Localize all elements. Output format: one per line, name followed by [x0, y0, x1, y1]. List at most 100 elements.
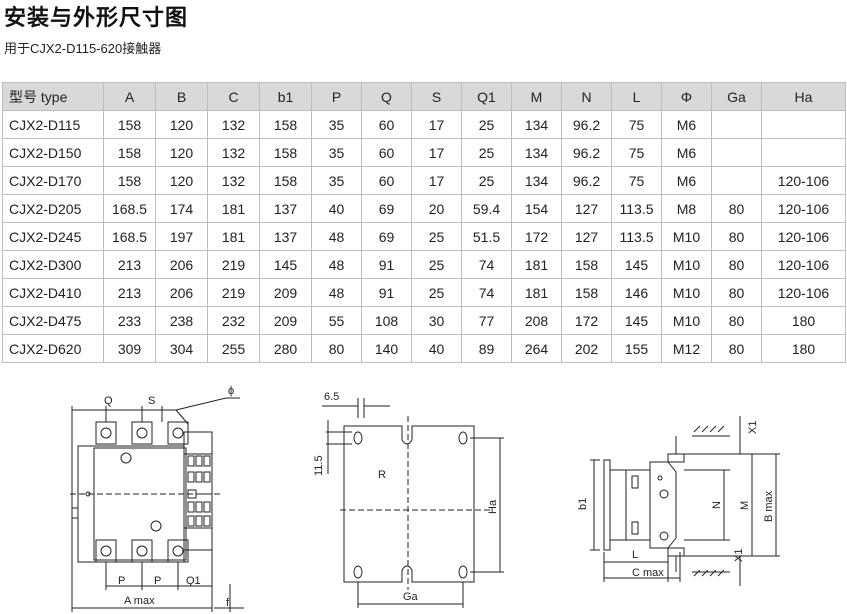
value-cell: 74 [461, 278, 512, 307]
column-header: S [411, 82, 462, 111]
label-6-5: 6.5 [324, 391, 339, 403]
value-cell: 127 [561, 194, 612, 223]
value-cell: 60 [361, 110, 412, 139]
value-cell: 134 [511, 110, 562, 139]
value-cell: 108 [361, 306, 412, 335]
value-cell: M8 [661, 194, 712, 223]
value-cell: 168.5 [103, 194, 156, 223]
value-cell: 120-106 [761, 166, 846, 195]
value-cell: 80 [711, 306, 762, 335]
column-header: 型号 type [2, 82, 104, 111]
column-header: b1 [259, 82, 312, 111]
model-cell: CJX2-D115 [2, 110, 104, 139]
value-cell: 132 [207, 110, 260, 139]
model-cell: CJX2-D170 [2, 166, 104, 195]
label-p-1: P [118, 575, 125, 587]
value-cell: 120 [155, 110, 208, 139]
value-cell: 25 [411, 278, 462, 307]
value-cell: 181 [207, 194, 260, 223]
value-cell: 75 [611, 110, 662, 139]
value-cell: M10 [661, 306, 712, 335]
value-cell: 145 [611, 306, 662, 335]
value-cell: 51.5 [461, 222, 512, 251]
label-n: N [711, 501, 723, 509]
column-header: M [511, 82, 562, 111]
value-cell: 209 [259, 278, 312, 307]
value-cell: 120-106 [761, 194, 846, 223]
value-cell: 255 [207, 334, 260, 363]
value-cell: 181 [511, 278, 562, 307]
label-s: S [148, 395, 155, 407]
value-cell: 80 [311, 334, 362, 363]
value-cell: M12 [661, 334, 712, 363]
model-cell: CJX2-D410 [2, 278, 104, 307]
value-cell: 219 [207, 278, 260, 307]
value-cell: 96.2 [561, 110, 612, 139]
value-cell: 172 [511, 222, 562, 251]
value-cell: 91 [361, 250, 412, 279]
value-cell: 25 [411, 222, 462, 251]
value-cell: 158 [259, 110, 312, 139]
value-cell: 80 [711, 250, 762, 279]
column-header: Ha [761, 82, 846, 111]
value-cell: 75 [611, 166, 662, 195]
label-m: M [739, 501, 751, 510]
page-subtitle: 用于CJX2-D115-620接触器 [4, 41, 162, 56]
value-cell: 238 [155, 306, 208, 335]
value-cell: 127 [561, 222, 612, 251]
value-cell: M10 [661, 250, 712, 279]
column-header: B [155, 82, 208, 111]
column-header: Q [361, 82, 412, 111]
value-cell [711, 110, 762, 139]
label-f: f [226, 597, 230, 609]
value-cell: M6 [661, 166, 712, 195]
value-cell: 180 [761, 306, 846, 335]
value-cell: 91 [361, 278, 412, 307]
label-ha: Ha [487, 499, 499, 514]
value-cell: 25 [461, 110, 512, 139]
value-cell: 120 [155, 138, 208, 167]
model-cell: CJX2-D300 [2, 250, 104, 279]
value-cell: 59.4 [461, 194, 512, 223]
value-cell [711, 166, 762, 195]
value-cell: 134 [511, 166, 562, 195]
value-cell: 40 [311, 194, 362, 223]
value-cell: 137 [259, 222, 312, 251]
value-cell: 197 [155, 222, 208, 251]
value-cell: 120-106 [761, 278, 846, 307]
label-c-max: C max [632, 567, 664, 579]
side-view-drawing [590, 416, 780, 586]
value-cell: 233 [103, 306, 156, 335]
page-title: 安装与外形尺寸图 [4, 5, 189, 30]
value-cell: 232 [207, 306, 260, 335]
column-header: Q1 [461, 82, 512, 111]
value-cell: 145 [259, 250, 312, 279]
value-cell: 132 [207, 166, 260, 195]
label-11-5: 11.5 [313, 455, 325, 476]
label-b1: b1 [577, 498, 589, 510]
value-cell: 80 [711, 334, 762, 363]
value-cell: 168.5 [103, 222, 156, 251]
value-cell: 180 [761, 334, 846, 363]
value-cell: 132 [207, 138, 260, 167]
mounting-plan-drawing [322, 398, 504, 608]
value-cell: M10 [661, 278, 712, 307]
value-cell: 113.5 [611, 194, 662, 223]
model-cell: CJX2-D245 [2, 222, 104, 251]
value-cell: 264 [511, 334, 562, 363]
value-cell: 120 [155, 166, 208, 195]
value-cell: 202 [561, 334, 612, 363]
value-cell: 158 [561, 278, 612, 307]
value-cell: M6 [661, 110, 712, 139]
value-cell: 158 [259, 166, 312, 195]
column-header: A [103, 82, 156, 111]
value-cell: 120-106 [761, 250, 846, 279]
label-a-max: A max [124, 595, 155, 607]
column-header: C [207, 82, 260, 111]
